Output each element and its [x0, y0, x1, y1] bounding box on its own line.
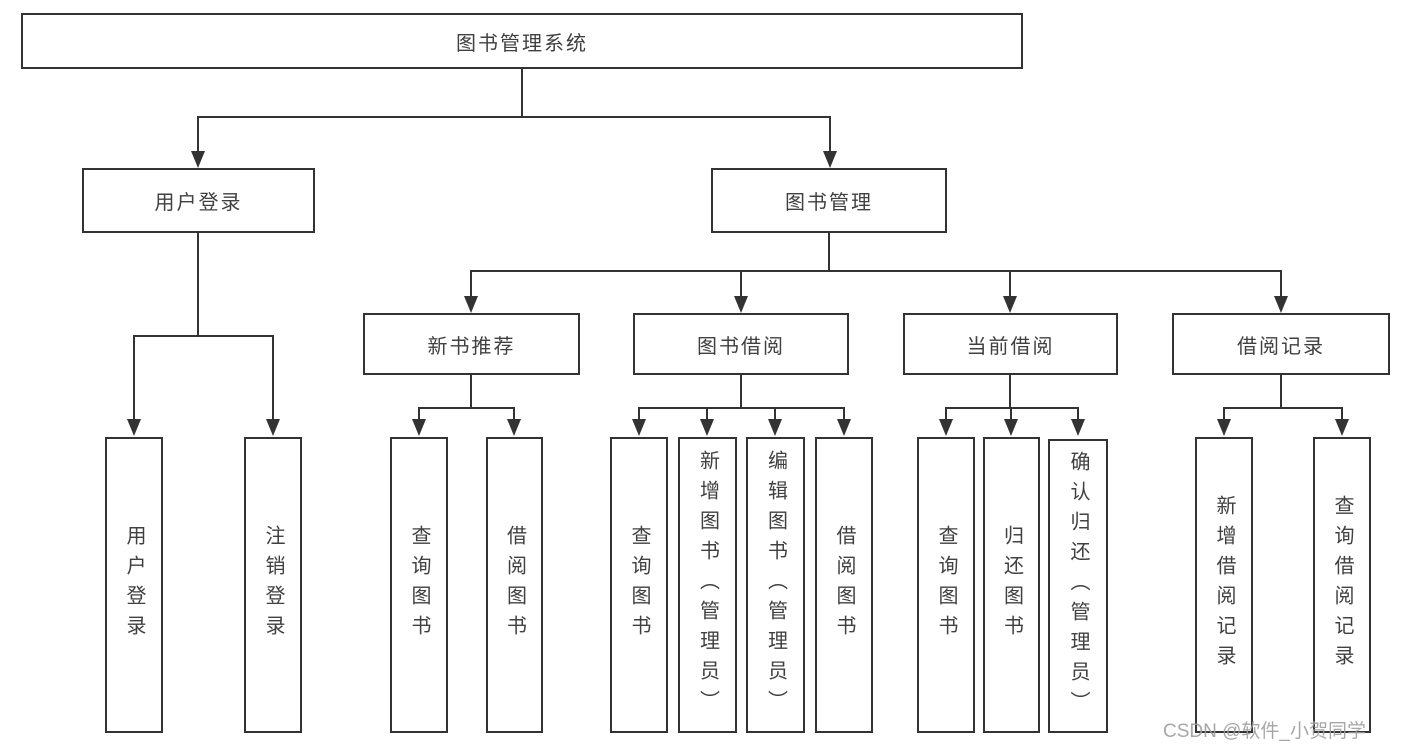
connector-line [706, 407, 708, 421]
connector-line [843, 407, 845, 421]
node-user-login-leaf: 用户登录 [105, 437, 163, 733]
arrowhead-icon [507, 419, 521, 436]
connector-line [470, 375, 472, 409]
node-label: 查询图书 [935, 525, 957, 645]
arrowhead-icon [1274, 296, 1288, 313]
arrowhead-icon [939, 419, 953, 436]
node-label: 图书借阅 [697, 335, 785, 358]
node-borrow-books: 借阅图书 [815, 437, 873, 733]
node-label: 当前借阅 [966, 335, 1055, 358]
node-add-borrow-record: 新增借阅记录 [1195, 437, 1253, 733]
connector-line [521, 69, 523, 117]
node-label: 借阅图书 [833, 525, 855, 645]
node-edit-books-admin: 编辑图书（管理员） [746, 437, 805, 733]
node-label: 借阅图书 [503, 525, 526, 645]
node-query-books-current: 查询图书 [917, 437, 975, 733]
arrowhead-icon [823, 151, 837, 168]
node-library-management-system: 图书管理系统 [21, 13, 1023, 69]
node-label: 注销登录 [262, 525, 284, 645]
node-query-borrow-record: 查询借阅记录 [1313, 437, 1371, 733]
connector-line [638, 407, 845, 409]
node-query-books-recommend: 查询图书 [390, 437, 448, 733]
node-label: 新书推荐 [427, 335, 516, 358]
connector-line [740, 375, 742, 409]
node-return-books: 归还图书 [983, 437, 1040, 733]
connector-line [1223, 407, 1225, 421]
node-current-borrowing: 当前借阅 [903, 313, 1118, 375]
node-new-book-recommendation: 新书推荐 [363, 313, 580, 375]
connector-line [133, 335, 274, 337]
connector-line [1010, 407, 1012, 421]
connector-line [418, 407, 515, 409]
node-label: 查询借阅记录 [1331, 495, 1353, 675]
connector-line [945, 407, 947, 421]
arrowhead-icon [632, 419, 646, 436]
connector-line [1009, 270, 1011, 298]
csdn-watermark: CSDN @软件_小贺同学 [1163, 721, 1366, 742]
arrowhead-icon [191, 151, 205, 168]
node-user-login: 用户登录 [82, 168, 315, 233]
connector-line [1341, 407, 1343, 421]
connector-line [1280, 270, 1282, 298]
node-label: 新增图书（管理员） [696, 450, 719, 720]
connector-line [197, 116, 831, 118]
connector-line [829, 116, 831, 152]
arrowhead-icon [768, 419, 782, 436]
arrowhead-icon [1217, 419, 1231, 436]
arrowhead-icon [1071, 419, 1085, 436]
arrowhead-icon [734, 296, 748, 313]
arrowhead-icon [266, 419, 280, 436]
arrowhead-icon [700, 419, 714, 436]
connector-line [197, 116, 199, 152]
node-label: 查询图书 [408, 525, 430, 645]
connector-line [418, 407, 420, 421]
node-label: 图书管理系统 [456, 32, 588, 55]
arrowhead-icon [837, 419, 851, 436]
connector-line [470, 270, 472, 298]
node-borrow-books-recommend: 借阅图书 [486, 437, 543, 733]
node-label: 图书管理 [785, 192, 873, 214]
connector-line [1077, 407, 1079, 421]
arrowhead-icon [1004, 419, 1018, 436]
node-confirm-return-admin: 确认归还（管理员） [1048, 439, 1108, 733]
node-label: 借阅记录 [1237, 335, 1325, 358]
node-book-borrowing: 图书借阅 [633, 313, 849, 375]
connector-line [1009, 375, 1011, 409]
arrowhead-icon [1003, 296, 1017, 313]
connector-line [272, 335, 274, 420]
node-label: 确认归还（管理员） [1067, 451, 1089, 721]
node-book-management: 图书管理 [711, 168, 947, 233]
arrowhead-icon [127, 419, 141, 436]
connector-line [638, 407, 640, 421]
arrowhead-icon [464, 296, 478, 313]
node-label: 用户登录 [154, 192, 243, 214]
connector-line [774, 407, 776, 421]
node-borrowing-records: 借阅记录 [1172, 313, 1390, 375]
connector-line [470, 270, 1282, 272]
node-label: 新增借阅记录 [1213, 495, 1235, 675]
node-query-books-borrow: 查询图书 [610, 437, 668, 733]
node-label: 用户登录 [123, 525, 145, 645]
connector-line [945, 407, 1079, 409]
connector-line [513, 407, 515, 421]
connector-line [1280, 375, 1282, 409]
node-logout: 注销登录 [244, 437, 302, 733]
connector-line [828, 233, 830, 271]
node-label: 编辑图书（管理员） [764, 450, 787, 720]
node-label: 归还图书 [1000, 525, 1023, 645]
connector-line [1223, 407, 1343, 409]
arrowhead-icon [412, 419, 426, 436]
node-label: 查询图书 [628, 525, 650, 645]
connector-line [133, 335, 135, 420]
arrowhead-icon [1335, 419, 1349, 436]
connector-line [740, 270, 742, 298]
node-add-books-admin: 新增图书（管理员） [678, 437, 737, 733]
connector-line [197, 233, 199, 336]
